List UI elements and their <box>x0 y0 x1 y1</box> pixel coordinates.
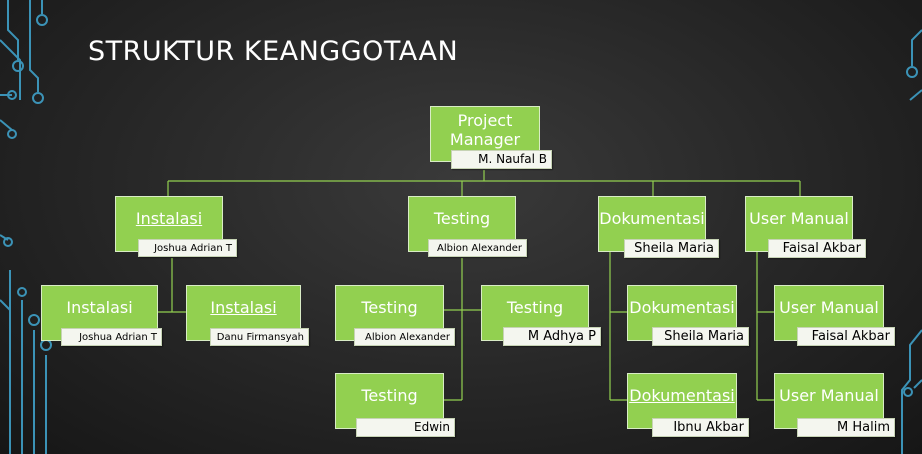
node-name: Sheila Maria <box>652 327 749 346</box>
node-role: User Manual <box>779 386 879 405</box>
node-name: Joshua Adrian T <box>138 239 237 257</box>
node-name: Joshua Adrian T <box>61 328 162 346</box>
node-role: Instalasi <box>210 298 277 317</box>
node-role: Testing <box>506 298 564 317</box>
node-name: Albion Alexander <box>428 239 527 257</box>
node-usermanual-1: User Manual <box>774 285 884 341</box>
node-role: Instalasi <box>66 298 133 317</box>
node-role: User Manual <box>749 209 849 228</box>
node-name: Albion Alexander <box>354 328 455 346</box>
node-name: Danu Firmansyah <box>210 328 309 346</box>
node-role: Dokumentasi <box>599 209 705 228</box>
node-role: User Manual <box>779 298 879 317</box>
node-name: M Halim <box>797 418 895 437</box>
node-role: Instalasi <box>135 209 203 228</box>
node-role: Project Manager <box>449 111 521 149</box>
node-role: Testing <box>433 209 491 228</box>
node-role: Testing <box>361 298 418 317</box>
node-role: Dokumentasi <box>629 386 735 405</box>
node-name: Ibnu Akbar <box>652 418 749 437</box>
node-role: Testing <box>361 386 418 405</box>
node-role: Dokumentasi <box>629 298 735 317</box>
node-name: Faisal Akbar <box>768 239 866 258</box>
node-name: M. Naufal B <box>451 150 552 169</box>
node-name: Faisal Akbar <box>797 327 895 346</box>
node-name: Edwin <box>356 418 455 437</box>
node-name: M Adhya P <box>503 327 601 346</box>
page-title: STRUKTUR KEANGGOTAAN <box>88 36 459 67</box>
node-name: Sheila Maria <box>624 239 719 258</box>
